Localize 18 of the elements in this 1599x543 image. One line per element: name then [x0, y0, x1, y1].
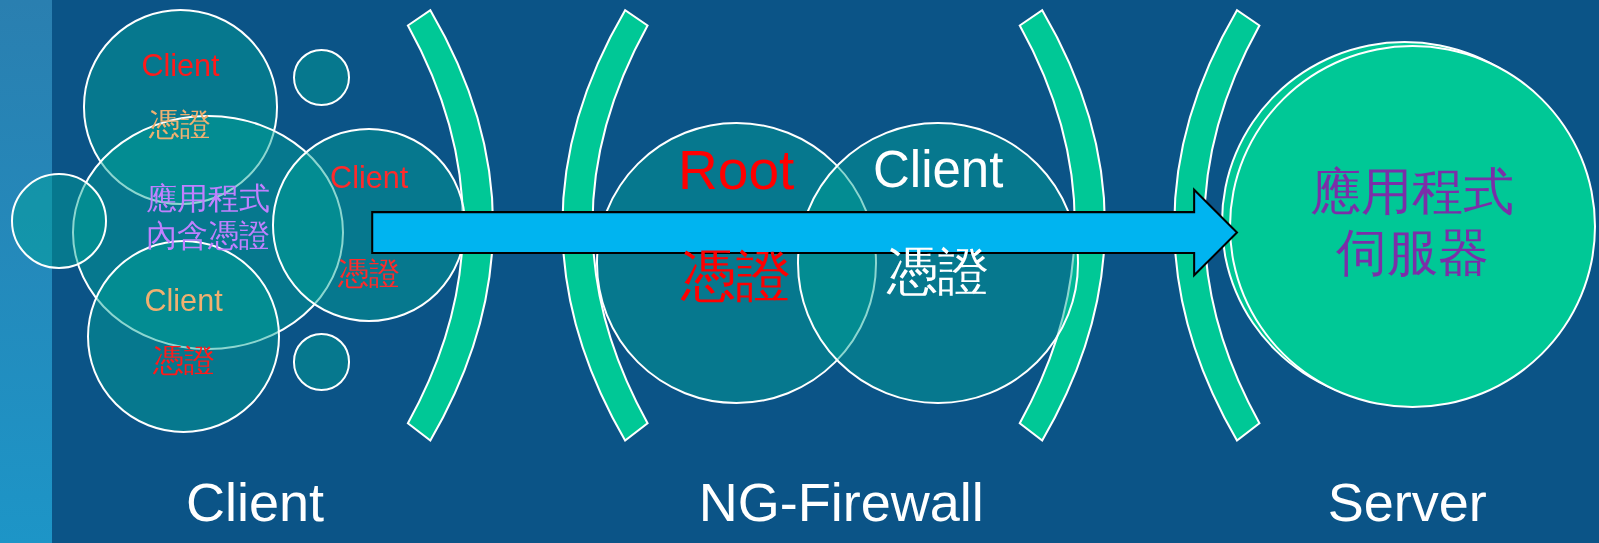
node-text: 憑證: [681, 244, 792, 310]
block-arrow: [371, 187, 1239, 278]
section-label: Client: [185, 471, 324, 534]
arc-shape: [561, 9, 649, 442]
node-text: 憑證: [152, 341, 215, 379]
arc-shape: [1018, 9, 1106, 442]
node-text: 憑證: [887, 241, 990, 302]
node-text: Root: [678, 137, 795, 203]
node-text: Client: [141, 46, 220, 84]
circle-node: [292, 333, 350, 391]
node-text: Client: [873, 139, 1004, 200]
node-text: 應用程式伺服器: [1309, 162, 1516, 284]
section-label: NG-Firewall: [698, 471, 984, 534]
node-text: Client: [144, 282, 223, 320]
arc-shape: [406, 9, 495, 442]
node-text: Client: [330, 159, 409, 196]
node-text: 憑證: [338, 254, 401, 292]
section-label: Server: [1327, 471, 1487, 534]
